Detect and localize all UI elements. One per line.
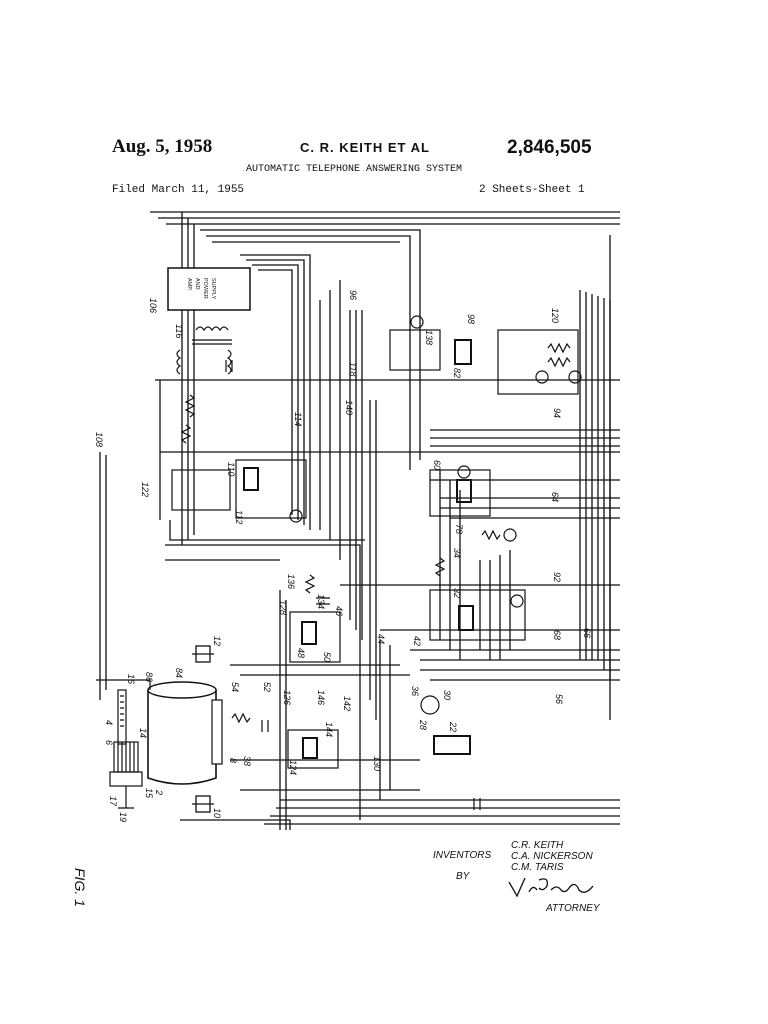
ref-106: 106 <box>148 298 158 313</box>
ref-112: 112 <box>234 510 244 524</box>
ref-84: 84 <box>174 668 184 678</box>
ref-4: 4 <box>104 720 114 725</box>
reference-numerals: 106 116 96 108 118 114 122 110 112 140 9… <box>94 290 592 822</box>
ref-22: 22 <box>448 721 458 732</box>
transformer-icon <box>176 326 232 375</box>
patent-date: Aug. 5, 1958 <box>112 136 213 157</box>
sheet-number: 2 Sheets-Sheet 1 <box>479 184 585 196</box>
ref-14: 14 <box>138 728 148 738</box>
ref-146: 146 <box>316 690 326 705</box>
ref-42: 42 <box>412 636 422 646</box>
ref-110: 110 <box>226 462 236 476</box>
inventors-label: INVENTORS <box>433 850 492 861</box>
ref-130: 130 <box>372 756 382 771</box>
ref-50: 50 <box>322 652 332 662</box>
attorney-signature <box>508 877 594 898</box>
ref-6: 6 <box>104 740 114 745</box>
ref-56: 56 <box>554 694 564 704</box>
ref-134: 134 <box>316 594 326 609</box>
ref-34: 34 <box>452 548 462 558</box>
ref-92: 92 <box>552 572 562 582</box>
figure-label: FIG. 1 <box>72 868 88 907</box>
ref-15: 15 <box>144 788 154 799</box>
ref-64: 64 <box>550 492 560 502</box>
ref-122: 122 <box>140 482 150 497</box>
ref-94: 94 <box>552 408 562 418</box>
ref-8: 8 <box>228 758 238 763</box>
power-supply-text-2: AND <box>194 278 200 290</box>
ref-124: 124 <box>288 760 298 775</box>
inventor-name: C. R. KEITH ET AL <box>300 140 430 155</box>
ref-44: 44 <box>376 634 386 644</box>
ref-86: 86 <box>144 672 154 682</box>
ref-138: 138 <box>424 330 434 345</box>
ref-66: 66 <box>582 628 592 638</box>
power-supply-text-1: AMP. <box>186 278 192 291</box>
ref-126: 126 <box>282 690 292 705</box>
ref-96: 96 <box>348 290 358 300</box>
inventor-1: C.R. KEITH <box>511 840 564 851</box>
ref-98: 98 <box>466 314 476 324</box>
ref-36: 36 <box>410 686 420 696</box>
ref-30: 30 <box>442 690 452 700</box>
ref-144: 144 <box>324 722 334 737</box>
ref-142: 142 <box>342 696 352 711</box>
ref-28: 28 <box>418 719 428 730</box>
ref-60: 60 <box>432 460 442 470</box>
ref-52: 52 <box>262 682 272 692</box>
ref-108: 108 <box>94 432 104 447</box>
ref-118: 118 <box>348 362 358 376</box>
ref-17: 17 <box>108 796 118 807</box>
ref-38: 38 <box>242 756 252 766</box>
inventor-2: C.A. NICKERSON <box>511 851 593 862</box>
switch-icon <box>192 645 214 813</box>
ref-114: 114 <box>293 412 303 426</box>
ref-116: 116 <box>174 324 184 338</box>
ref-68: 68 <box>552 630 562 640</box>
patent-title: AUTOMATIC TELEPHONE ANSWERING SYSTEM <box>246 164 463 175</box>
inventor-3: C.M. TARIS <box>511 862 564 873</box>
ref-32: 32 <box>452 588 462 598</box>
by-label: BY <box>456 871 470 882</box>
filed-date: Filed March 11, 1955 <box>112 184 245 196</box>
ref-10: 10 <box>212 808 222 818</box>
ref-54: 54 <box>230 682 240 692</box>
ref-82: 82 <box>452 368 462 378</box>
relay-contacts <box>171 315 582 810</box>
ref-128: 128 <box>278 600 288 615</box>
patent-number: 2,846,505 <box>507 137 592 158</box>
ref-2: 2 <box>154 789 164 795</box>
motor-drum-icon <box>147 681 223 785</box>
ref-48: 48 <box>296 648 306 658</box>
power-supply-text-3: POWER <box>202 278 208 299</box>
amp-power-supply-box: AMP. AND POWER SUPPLY <box>167 267 251 311</box>
ref-19: 19 <box>118 812 128 822</box>
ref-120: 120 <box>550 308 560 323</box>
power-supply-text-4: SUPPLY <box>210 278 216 300</box>
attorney-label: ATTORNEY <box>546 903 600 914</box>
ref-136: 136 <box>286 574 296 589</box>
drive-mechanism-icon <box>96 679 151 809</box>
ref-12: 12 <box>212 636 222 646</box>
ref-16: 16 <box>126 674 136 684</box>
ref-140: 140 <box>344 400 354 415</box>
ref-46: 46 <box>334 606 344 616</box>
ref-78: 78 <box>454 524 464 534</box>
